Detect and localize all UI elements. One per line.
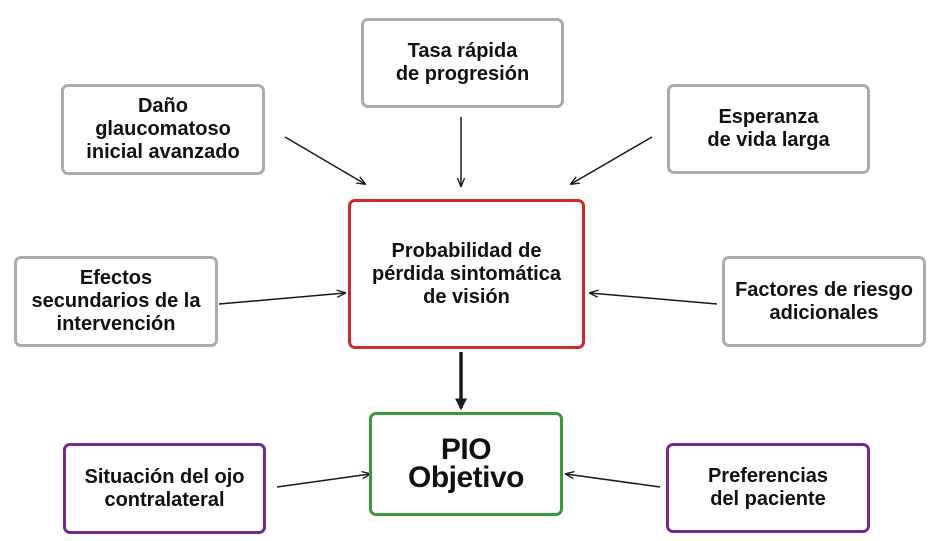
arrow-factores-to-probabilidad (590, 293, 718, 305)
arrow-preferencias-to-pio (566, 474, 661, 488)
node-preferencias-del-paciente: Preferencias del paciente (666, 443, 870, 533)
node-probabilidad-perdida-vision: Probabilidad de pérdida sintomática de v… (348, 199, 585, 349)
arrow-dano-to-probabilidad (284, 136, 365, 184)
arrow-esperanza-to-probabilidad (571, 136, 653, 184)
node-pio-objetivo: PIO Objetivo (369, 412, 563, 516)
node-efectos-secundarios: Efectos secundarios de la intervención (14, 256, 218, 347)
node-dano-glaucomatoso: Daño glaucomatoso inicial avanzado (61, 84, 265, 175)
node-situacion-ojo-contralateral: Situación del ojo contralateral (63, 443, 266, 534)
arrow-situacion-to-pio (276, 474, 370, 488)
arrow-efectos-to-probabilidad (218, 293, 345, 305)
node-esperanza-de-vida-larga: Esperanza de vida larga (667, 84, 870, 174)
node-factores-de-riesgo: Factores de riesgo adicionales (722, 256, 926, 347)
node-tasa-rapida-de-progresion: Tasa rápida de progresión (361, 18, 564, 108)
